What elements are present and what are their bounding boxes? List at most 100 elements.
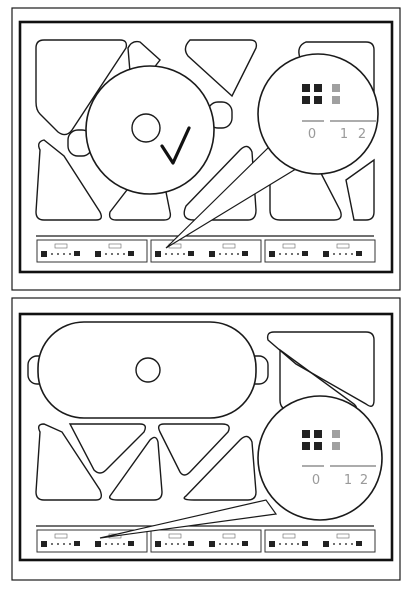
control-button-icon [269, 251, 275, 257]
control-module [264, 529, 376, 553]
bottom-magnifier: 0 1 2 [99, 395, 383, 539]
level-dot [111, 253, 113, 255]
pot-lid-knob [131, 113, 161, 143]
level-dot [291, 253, 293, 255]
level-dot [177, 543, 179, 545]
control-button-icon [128, 541, 134, 546]
level-dot [123, 253, 125, 255]
control-strip [36, 529, 376, 553]
control-button-icon [242, 251, 248, 256]
control-module [150, 239, 262, 263]
control-button-icon [302, 541, 308, 546]
power-level-icon [302, 430, 340, 450]
control-button-icon [269, 541, 275, 547]
zone-shape [157, 423, 230, 476]
level-dot [69, 543, 71, 545]
mini-display [54, 243, 68, 249]
level-square [302, 96, 310, 104]
zone-shape [35, 423, 103, 501]
control-button-icon [356, 541, 362, 546]
level-dot [339, 543, 341, 545]
level-label: 2 [360, 473, 368, 488]
level-square [332, 442, 340, 450]
oval-pan [27, 321, 269, 419]
zone-shape [183, 145, 257, 221]
level-dot [297, 543, 299, 545]
zone-shape [183, 435, 257, 501]
level-dot [117, 253, 119, 255]
control-button-icon [74, 251, 80, 256]
control-button-icon [41, 251, 47, 257]
control-button-icon [95, 541, 101, 547]
zone-shape [345, 158, 375, 221]
level-square [302, 84, 310, 92]
pan-lid-knob [135, 357, 161, 383]
level-dot [225, 543, 227, 545]
level-square [332, 84, 340, 92]
control-button-icon [209, 541, 215, 547]
level-dot [105, 253, 107, 255]
level-dot [339, 253, 341, 255]
magnifier-pointer [99, 499, 278, 539]
level-dot [237, 253, 239, 255]
level-dot [117, 543, 119, 545]
level-dot [219, 543, 221, 545]
level-dot [351, 253, 353, 255]
level-dot [63, 543, 65, 545]
control-module [36, 239, 148, 263]
level-dot [63, 253, 65, 255]
control-button-icon [356, 251, 362, 256]
zone-shape [108, 436, 163, 501]
control-button-icon [95, 251, 101, 257]
level-square [314, 430, 322, 438]
control-module [150, 529, 262, 553]
level-dot [237, 543, 239, 545]
magnifier-circle [257, 395, 383, 521]
top-panel: 0 1 2 [11, 7, 401, 291]
control-button-icon [188, 251, 194, 256]
level-dot [351, 543, 353, 545]
level-dot [279, 543, 281, 545]
level-label: 0 [312, 473, 320, 488]
level-square [332, 430, 340, 438]
level-dot [219, 253, 221, 255]
level-dot [69, 253, 71, 255]
level-dot [177, 253, 179, 255]
level-dot [345, 253, 347, 255]
level-dot [231, 543, 233, 545]
level-dot [57, 253, 59, 255]
level-label: 0 [308, 127, 316, 142]
top-magnifier: 0 1 2 [165, 53, 379, 249]
bottom-panel: 0 1 2 [11, 297, 401, 581]
level-dot [297, 253, 299, 255]
level-dot [171, 253, 173, 255]
control-symbols [41, 533, 362, 547]
level-dot [111, 543, 113, 545]
control-button-icon [209, 251, 215, 257]
level-dot [57, 543, 59, 545]
zone-shape [68, 423, 147, 474]
control-button-icon [155, 541, 161, 547]
level-dot [165, 253, 167, 255]
level-square [302, 430, 310, 438]
level-dot [183, 543, 185, 545]
mini-display [222, 243, 236, 249]
level-dot [165, 543, 167, 545]
mini-display [108, 243, 122, 249]
mini-display [282, 243, 296, 249]
level-label: 2 [358, 127, 366, 142]
pot [67, 65, 233, 195]
zone-shape [184, 39, 258, 98]
level-dot [279, 253, 281, 255]
control-button-icon [128, 251, 134, 256]
control-button-icon [323, 541, 329, 547]
level-square [332, 96, 340, 104]
level-dot [345, 543, 347, 545]
level-label: 1 [340, 127, 348, 142]
level-dot [183, 253, 185, 255]
zone-shape [127, 40, 161, 98]
level-dot [105, 543, 107, 545]
level-dot [51, 253, 53, 255]
level-dot [231, 253, 233, 255]
